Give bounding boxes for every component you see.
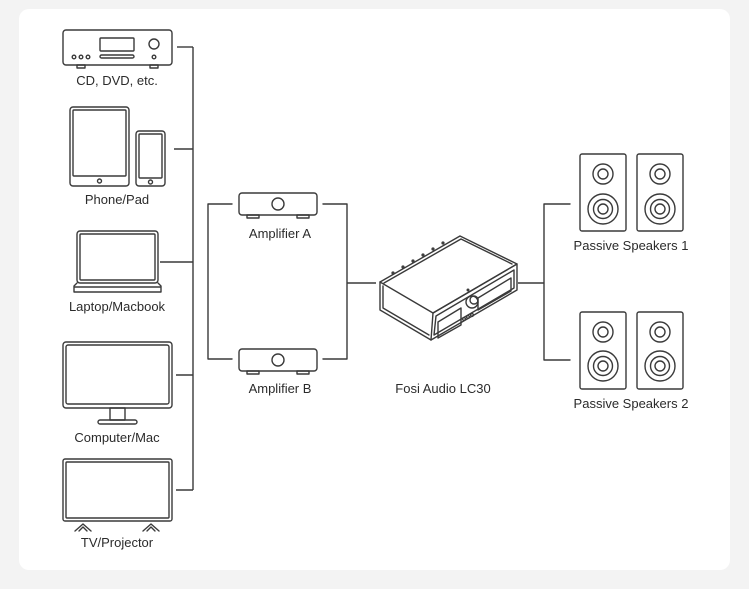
source-label-cd: CD, DVD, etc. bbox=[76, 73, 158, 88]
amplifier-a-label: Amplifier A bbox=[248, 226, 312, 241]
speakers-2-label: Passive Speakers 2 bbox=[573, 396, 689, 411]
switcher-device-icon bbox=[379, 235, 518, 341]
amplifier-a-icon bbox=[238, 192, 318, 219]
source-label-computer: Computer/Mac bbox=[74, 430, 160, 445]
source-bus-lines bbox=[160, 46, 194, 491]
amplifier-b-icon bbox=[238, 348, 318, 375]
source-label-tv: TV/Projector bbox=[80, 535, 154, 550]
tv-icon bbox=[62, 458, 173, 532]
speaker-bracket bbox=[518, 203, 571, 361]
tablet-phone-icon bbox=[69, 106, 166, 187]
amplifier-left-bracket bbox=[207, 203, 233, 360]
amplifier-right-bracket bbox=[322, 203, 376, 360]
cd-player-icon bbox=[62, 29, 173, 69]
speakers-2-icon bbox=[579, 311, 684, 390]
laptop-icon bbox=[73, 230, 162, 293]
speakers-1-icon bbox=[579, 153, 684, 232]
diagram-card bbox=[19, 9, 730, 570]
switcher-label: Fosi Audio LC30 bbox=[395, 381, 491, 396]
amplifier-b-label: Amplifier B bbox=[248, 381, 312, 396]
speakers-1-label: Passive Speakers 1 bbox=[573, 238, 689, 253]
source-label-phone: Phone/Pad bbox=[84, 192, 150, 207]
monitor-icon bbox=[62, 341, 173, 425]
source-label-laptop: Laptop/Macbook bbox=[68, 299, 166, 314]
